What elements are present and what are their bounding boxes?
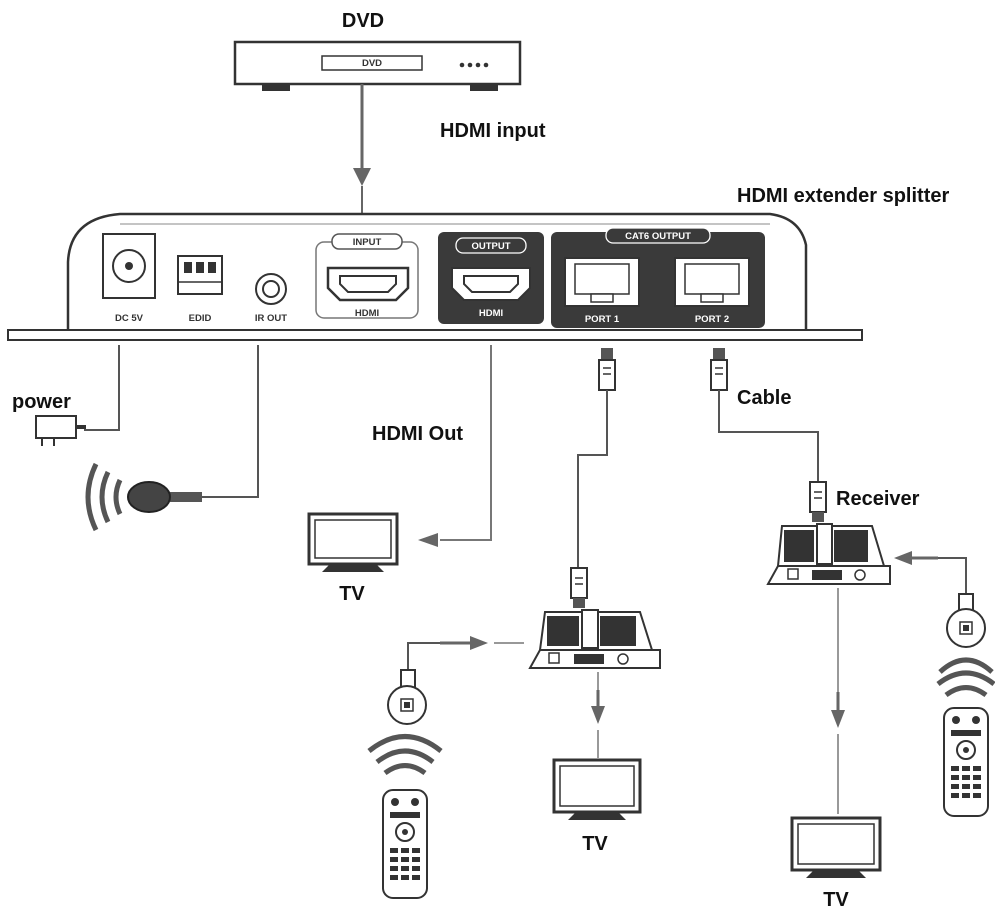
hdmi-out-line bbox=[440, 345, 492, 541]
receiver-center bbox=[528, 609, 661, 669]
dc5v-label: DC 5V bbox=[115, 313, 144, 324]
extender-splitter-device: DC 5V EDID IR OUT INPUT HDMI OUTPUT HDMI… bbox=[7, 212, 863, 341]
center-tv-arrow bbox=[591, 706, 605, 724]
hdmi-out-label: HDMI Out bbox=[372, 423, 463, 445]
ir-emitter bbox=[85, 345, 259, 532]
hdmi-out-arrow bbox=[418, 533, 438, 547]
ir-receiver-center bbox=[387, 669, 427, 725]
remote-right bbox=[943, 707, 989, 817]
tv-right-label: TV bbox=[823, 889, 849, 911]
tv-left bbox=[307, 512, 399, 572]
input-hdmi-label: HDMI bbox=[355, 308, 379, 319]
tv-center-label: TV bbox=[582, 833, 608, 855]
extender-splitter-label: HDMI extender splitter bbox=[737, 185, 949, 207]
right-ir-arrow bbox=[894, 551, 912, 565]
dvd-player: DVD bbox=[233, 40, 522, 91]
dvd-display-text: DVD bbox=[362, 58, 382, 69]
center-ir-arrow bbox=[470, 636, 488, 650]
edid-label: EDID bbox=[189, 313, 212, 324]
receiver-label: Receiver bbox=[836, 488, 920, 510]
cable-label: Cable bbox=[737, 387, 791, 409]
port1-cable bbox=[570, 348, 616, 608]
tv-left-label: TV bbox=[339, 583, 365, 605]
cat6-output-label: CAT6 OUTPUT bbox=[625, 231, 691, 242]
power-label: power bbox=[12, 391, 71, 413]
tv-center bbox=[552, 758, 642, 820]
right-tv-arrow bbox=[831, 710, 845, 728]
remote-center bbox=[382, 789, 428, 899]
ir-out-label: IR OUT bbox=[255, 313, 287, 324]
output-hdmi-label: HDMI bbox=[479, 308, 503, 319]
port2-label: PORT 2 bbox=[695, 314, 729, 325]
hdmi-input-label: HDMI input bbox=[440, 120, 546, 142]
port1-label: PORT 1 bbox=[585, 314, 620, 325]
right-ir-line bbox=[938, 557, 967, 594]
tv-right bbox=[790, 816, 882, 878]
wifi-signal-right bbox=[936, 657, 995, 698]
power-adapter bbox=[35, 345, 120, 446]
port2-cable bbox=[710, 348, 827, 522]
input-tag-label: INPUT bbox=[353, 237, 382, 248]
hdmi-input-arrow bbox=[353, 168, 371, 186]
dvd-label: DVD bbox=[342, 10, 384, 32]
receiver-right bbox=[766, 523, 891, 585]
ir-receiver-right bbox=[946, 593, 986, 648]
wifi-signal-center bbox=[367, 734, 443, 776]
output-tag-label: OUTPUT bbox=[471, 241, 510, 252]
